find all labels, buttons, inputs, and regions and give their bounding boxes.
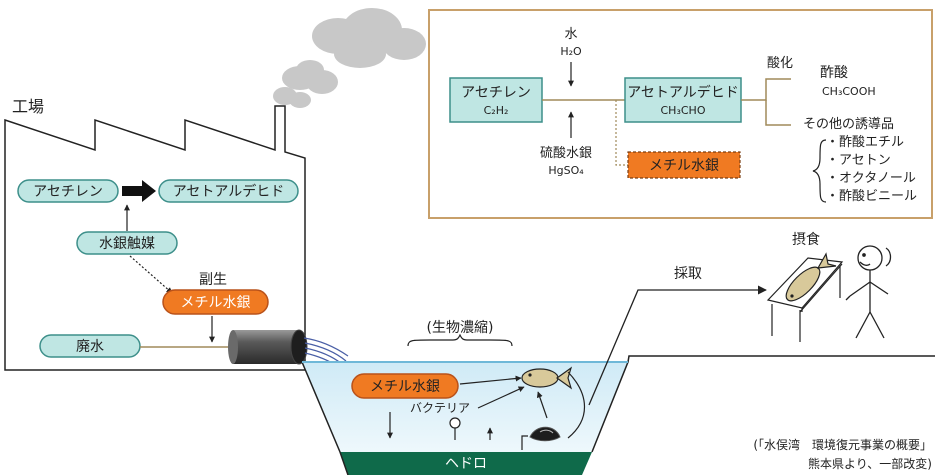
factory-methylmercury-label: メチル水銀 <box>181 295 251 311</box>
inset-acetaldehyde-box <box>624 77 742 123</box>
bioconcentration-brace <box>407 333 513 347</box>
shellfish-to-fish-arrow <box>536 391 548 419</box>
person-icon <box>845 245 892 339</box>
sludge-layer <box>340 452 592 475</box>
bioconcentration-label: (生物濃縮) <box>427 320 494 336</box>
bacteria-icon <box>449 417 461 429</box>
inset-acetaldehyde-formula: CH₃CHO <box>661 104 706 117</box>
byproduct-label: 副生 <box>199 272 227 288</box>
sea-methylmercury-box <box>351 373 459 399</box>
inset-methylmercury-box <box>627 151 741 179</box>
factory-catalyst-label: 水銀触媒 <box>99 236 155 252</box>
inset-catalyst-formula: HgSO₄ <box>548 164 584 177</box>
factory-methylmercury-box <box>162 289 269 315</box>
inset-branch-lines <box>741 78 791 101</box>
inset-branch-lines-lower <box>765 100 791 126</box>
bold-process-arrow <box>122 180 156 202</box>
byproduct-dotted-arrow <box>129 255 173 294</box>
derivatives-brace <box>812 139 827 203</box>
inset-acetylene-formula: C₂H₂ <box>484 104 509 117</box>
methylmercury-to-fish-arrow <box>459 375 522 385</box>
inset-acetic-acid-label: 酢酸 <box>820 65 848 81</box>
factory-acetylene-box <box>17 179 119 203</box>
harvest-path <box>588 285 767 406</box>
bacteria-label: バクテリア <box>410 401 470 415</box>
factory-acetylene-label: アセチレン <box>33 184 103 200</box>
inset-acetylene-box <box>449 77 543 123</box>
factory-wastewater-label: 廃水 <box>76 338 104 355</box>
harvest-label: 採取 <box>674 266 702 282</box>
source-line-1: (「水俣湾 環境復元事業の概要」 <box>753 437 932 452</box>
fish-icon <box>521 366 573 390</box>
inset-water-label: 水 <box>564 27 577 42</box>
inset-acetylene-label: アセチレン <box>461 85 531 101</box>
sludge-label: ヘドロ <box>445 456 487 472</box>
inset-oxidation-label: 酸化 <box>767 56 793 71</box>
sea-methylmercury-label: メチル水銀 <box>370 379 440 395</box>
factory-acetaldehyde-label: アセトアルデヒド <box>173 183 285 200</box>
smoke-cloud <box>273 8 426 108</box>
served-fish-icon <box>785 252 837 302</box>
inset-derivative-item: ・酢酸エチル <box>826 135 904 150</box>
shoreline-right <box>591 355 935 453</box>
drain-pipe <box>228 329 308 365</box>
factory-label: 工場 <box>12 97 44 116</box>
factory-catalyst-box <box>76 231 178 255</box>
inset-catalyst-label: 硫酸水銀 <box>540 146 592 161</box>
source-line-2: 熊本県より、一部改変) <box>808 456 932 471</box>
inset-derivative-item: ・オクタノール <box>826 171 916 186</box>
factory-wastewater-box <box>39 334 141 358</box>
inset-other-derivatives-label: その他の誘導品 <box>803 117 894 132</box>
factory-acetaldehyde-box <box>158 179 299 203</box>
inset-methylmercury-label: メチル水銀 <box>649 158 719 174</box>
inset-acetaldehyde-label: アセトアルデヒド <box>627 84 739 101</box>
inset-derivative-item: ・酢酸ビニール <box>826 189 917 204</box>
inset-derivative-item: ・アセトン <box>826 153 891 168</box>
bacteria-to-fish-arrow <box>477 386 525 409</box>
eat-label: 摂食 <box>792 231 820 248</box>
inset-acetic-acid-formula: CH₃COOH <box>822 85 876 98</box>
shoreline <box>301 361 349 475</box>
shellfish-icon <box>521 426 561 450</box>
inset-water-formula: H₂O <box>560 45 582 58</box>
inset-byproduct-dotted-line <box>615 100 628 166</box>
fishing-line <box>567 371 586 439</box>
